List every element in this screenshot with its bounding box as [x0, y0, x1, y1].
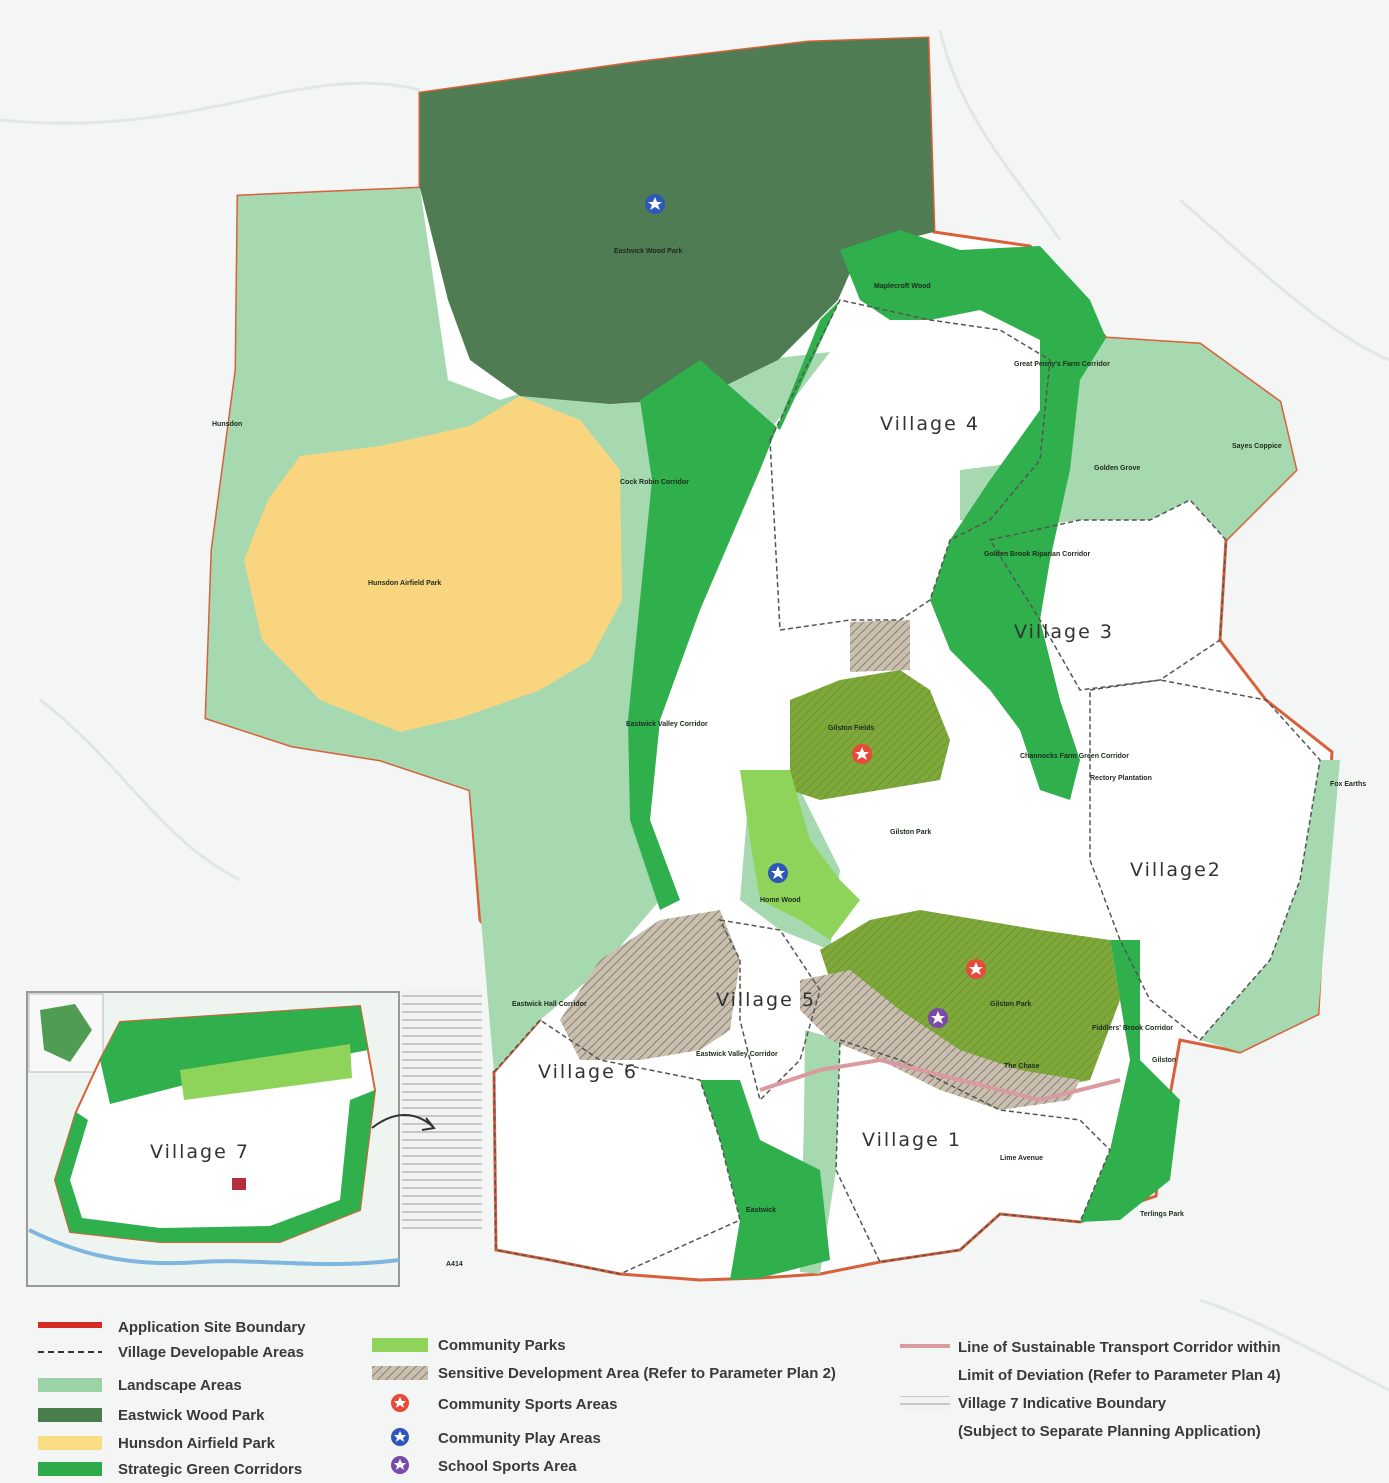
legend-swatch-site-boundary	[38, 1322, 102, 1328]
legend-label-hunsdon: Hunsdon Airfield Park	[118, 1435, 276, 1452]
label-hunsdon: Hunsdon	[212, 421, 242, 428]
label-channocks: Channocks Farm Green Corridor	[1020, 753, 1129, 760]
label-village-6: Village 6	[538, 1061, 638, 1083]
legend-label-community-play: Community Play Areas	[438, 1430, 601, 1447]
community-sports-area-star-gilston-park	[966, 959, 986, 979]
label-village-1: Village 1	[862, 1129, 962, 1151]
legend: Application Site Boundary Village Develo…	[38, 1319, 1281, 1478]
community-park-home-wood	[740, 770, 860, 940]
label-rectory: Rectory Plantation	[1090, 775, 1152, 782]
community-sports-area-star-gilston-fields	[852, 744, 872, 764]
label-maplecroft-wood: Maplecroft Wood	[874, 283, 931, 290]
village-developable-areas	[493, 299, 1321, 1275]
green-corridor-north-loop	[840, 230, 1106, 800]
label-village-7: Village 7	[150, 1141, 250, 1163]
community-play-area-star-home-wood	[768, 863, 788, 883]
label-eastwick-wood-park: Eastwick Wood Park	[614, 248, 682, 255]
label-golden-brook: Golden Brook Riparian Corridor	[984, 551, 1090, 558]
legend-swatch-community-play	[391, 1428, 409, 1446]
label-gilston-fields: Gilston Fields	[828, 725, 874, 732]
label-fiddlers: Fiddlers' Brook Corridor	[1092, 1025, 1173, 1032]
legend-label-limit-of-deviation: Limit of Deviation (Refer to Parameter P…	[958, 1367, 1281, 1384]
label-gilston: Gilston	[1152, 1057, 1176, 1064]
legend-swatch-transport	[900, 1344, 950, 1348]
hunsdon-airfield-park	[244, 396, 622, 732]
legend-label-community-sports: Community Sports Areas	[438, 1396, 617, 1413]
label-the-chase: The Chase	[1004, 1063, 1040, 1070]
legend-label-school-sports: School Sports Area	[438, 1458, 577, 1475]
label-village-4: Village 4	[880, 413, 980, 435]
community-park-gilston-park	[820, 910, 1120, 1100]
sensitive-development-area-north	[850, 620, 910, 672]
label-eastwick: Eastwick	[746, 1207, 776, 1214]
legend-label-village7: Village 7 Indicative Boundary	[958, 1395, 1167, 1412]
legend-label-community-parks: Community Parks	[438, 1337, 566, 1354]
label-eastwick-valley: Eastwick Valley Corridor	[626, 721, 708, 728]
legend-swatch-sensitive	[372, 1366, 428, 1380]
legend-swatch-community-parks	[372, 1338, 428, 1352]
inset-arrow-head	[421, 1117, 436, 1131]
legend-label-separate-application: (Subject to Separate Planning Applicatio…	[958, 1423, 1261, 1440]
label-village-3: Village 3	[1014, 621, 1114, 643]
label-sayes-coppice: Sayes Coppice	[1232, 443, 1282, 450]
village7-inset	[26, 991, 400, 1287]
landscape-area-east-strip	[1200, 760, 1340, 1052]
inset-arrow	[371, 1113, 433, 1129]
label-gilston-park-south: Gilston Park	[990, 1001, 1031, 1008]
label-great-pennys: Great Penny's Farm Corridor	[1014, 361, 1110, 368]
inset-green-corridor-north	[100, 1006, 368, 1104]
village7-indicative-boundary	[402, 990, 482, 1230]
legend-label-green-corridors: Strategic Green Corridors	[118, 1461, 302, 1478]
legend-swatch-landscape	[38, 1378, 102, 1392]
eastwick-wood-park	[420, 38, 934, 404]
legend-swatch-school-sports	[391, 1456, 409, 1474]
legend-label-sensitive: Sensitive Development Area (Refer to Par…	[438, 1365, 836, 1382]
label-eastwick-valley-2: Eastwick Valley Corridor	[696, 1051, 778, 1058]
inset-locator-shape	[40, 1004, 92, 1062]
legend-swatch-green-corridors	[38, 1462, 102, 1476]
legend-label-site-boundary: Application Site Boundary	[118, 1319, 306, 1336]
label-eastwick-hall: Eastwick Hall Corridor	[512, 1001, 587, 1008]
legend-swatch-community-sports	[391, 1394, 409, 1412]
sensitive-development-area-village5	[800, 970, 1080, 1110]
inset-building	[232, 1178, 246, 1190]
green-corridor-south-east	[1080, 940, 1180, 1222]
legend-label-eastwick-wood: Eastwick Wood Park	[118, 1407, 265, 1424]
inset-river	[28, 1228, 400, 1267]
inset-community-park	[180, 1044, 352, 1100]
background-roads	[0, 29, 1389, 1392]
legend-label-transport: Line of Sustainable Transport Corridor w…	[958, 1339, 1281, 1356]
label-home-wood: Home Wood	[760, 897, 801, 904]
legend-swatch-eastwick-wood	[38, 1408, 102, 1422]
legend-swatch-hunsdon	[38, 1436, 102, 1450]
label-gilston-park-north: Gilston Park	[890, 829, 931, 836]
label-village-5: Village 5	[716, 989, 816, 1011]
community-play-area-star-eastwick	[645, 194, 665, 214]
legend-label-developable: Village Developable Areas	[118, 1344, 304, 1361]
label-a414: A414	[446, 1261, 463, 1268]
label-lime-avenue: Lime Avenue	[1000, 1155, 1043, 1162]
community-park-gilston-fields	[790, 670, 950, 800]
sustainable-transport-corridor	[759, 1057, 1121, 1103]
label-terlings: Terlings Park	[1140, 1211, 1184, 1218]
school-sports-area-star	[928, 1008, 948, 1028]
label-hunsdon-airfield-park: Hunsdon Airfield Park	[368, 580, 441, 587]
legend-swatch-village7	[900, 1396, 950, 1410]
green-corridor-eastwick-valley	[628, 300, 840, 910]
label-fox-earths: Fox Earths	[1330, 781, 1366, 788]
green-corridor-eastwick-south	[700, 1080, 830, 1280]
inset-green-ring	[55, 1090, 375, 1242]
label-village-2: Village2	[1130, 859, 1222, 881]
legend-label-landscape: Landscape Areas	[118, 1377, 242, 1394]
label-cock-robin: Cock Robin Corridor	[620, 479, 689, 486]
label-golden-grove: Golden Grove	[1094, 465, 1140, 472]
sensitive-development-area-village6	[560, 910, 740, 1060]
